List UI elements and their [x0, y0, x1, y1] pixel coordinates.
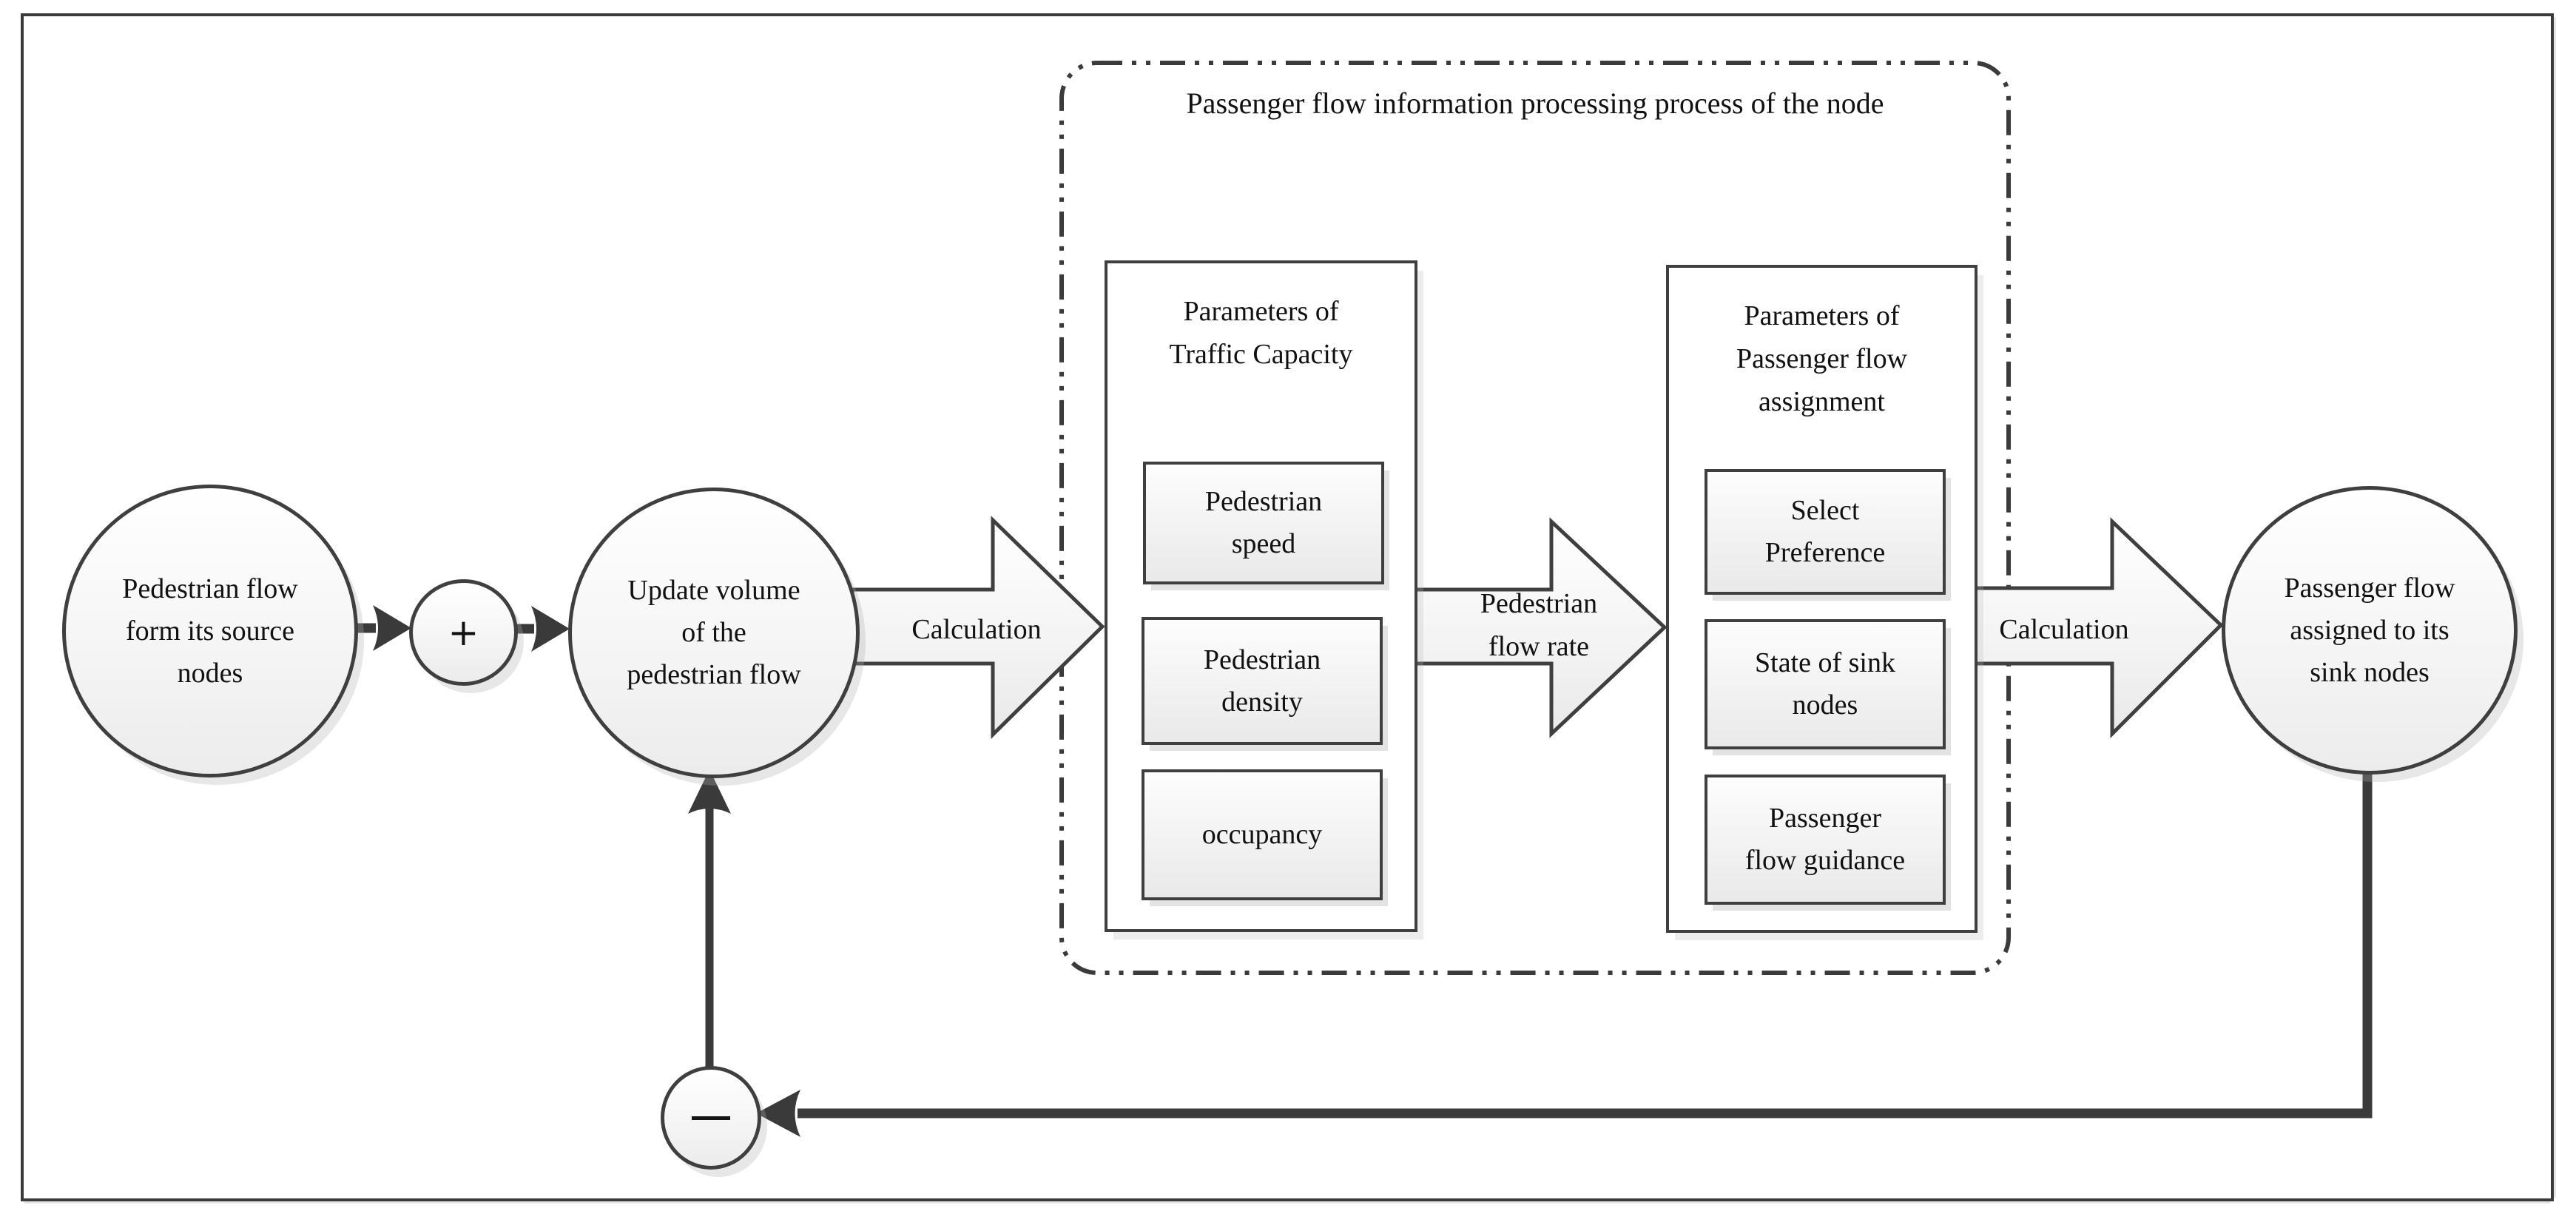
processing-frame-title: Passenger flow information processing pr… [1186, 87, 1884, 120]
node-update-volume-label: Update volume of the pedestrian flow [627, 575, 801, 690]
item-occupancy-label: occupancy [1201, 819, 1323, 850]
plus-icon: + [448, 611, 479, 654]
processing-frame-border [1059, 61, 2011, 975]
assignment-box: Parameters of Passenger flow assignment … [1666, 265, 1977, 933]
node-source-label: Pedestrian flow form its source nodes [122, 573, 298, 689]
block-arrow-calculation-left [850, 516, 1105, 739]
item-passenger-flow-guidance: Passenger flow guidance [1705, 775, 1946, 905]
node-plus-junction: + [409, 579, 518, 686]
item-pedestrian-density: Pedestrian density [1142, 617, 1383, 745]
arrowhead-left-icon [756, 1090, 800, 1137]
item-state-of-sink-nodes: State of sink nodes [1705, 619, 1946, 749]
arrowhead-right-icon [373, 605, 411, 651]
item-state-of-sink-nodes-label: State of sink nodes [1755, 647, 1895, 721]
node-source: Pedestrian flow form its source nodes [62, 485, 358, 777]
traffic-capacity-box: Parameters of Traffic Capacity Pedestria… [1105, 260, 1417, 932]
connector-sink-to-minus [798, 769, 2373, 1119]
node-update-volume: Update volume of the pedestrian flow [568, 488, 860, 778]
item-occupancy: occupancy [1142, 769, 1383, 900]
assignment-heading: Parameters of Passenger flow assignment [1736, 300, 1908, 417]
page-border [21, 13, 2554, 1201]
node-minus-junction [661, 1066, 761, 1170]
arrowhead-up-icon [688, 769, 731, 814]
item-pedestrian-speed: Pedestrian speed [1143, 462, 1384, 584]
node-sink: Passenger flow assigned to its sink node… [2222, 486, 2518, 775]
block-arrow-calculation-right [1969, 517, 2224, 739]
item-pedestrian-speed-label: Pedestrian speed [1204, 486, 1323, 559]
node-sink-label: Passenger flow assigned to its sink node… [2284, 572, 2455, 688]
item-select-preference: Select Preference [1705, 469, 1946, 595]
arrowhead-right-icon [531, 606, 570, 652]
item-select-preference-label: Select Preference [1764, 495, 1886, 568]
traffic-capacity-heading: Parameters of Traffic Capacity [1169, 296, 1353, 370]
item-passenger-flow-guidance-label: Passenger flow guidance [1744, 803, 1906, 876]
minus-icon [692, 1116, 730, 1120]
block-arrow-flow-rate [1409, 517, 1668, 738]
item-pedestrian-density-label: Pedestrian density [1203, 644, 1321, 718]
